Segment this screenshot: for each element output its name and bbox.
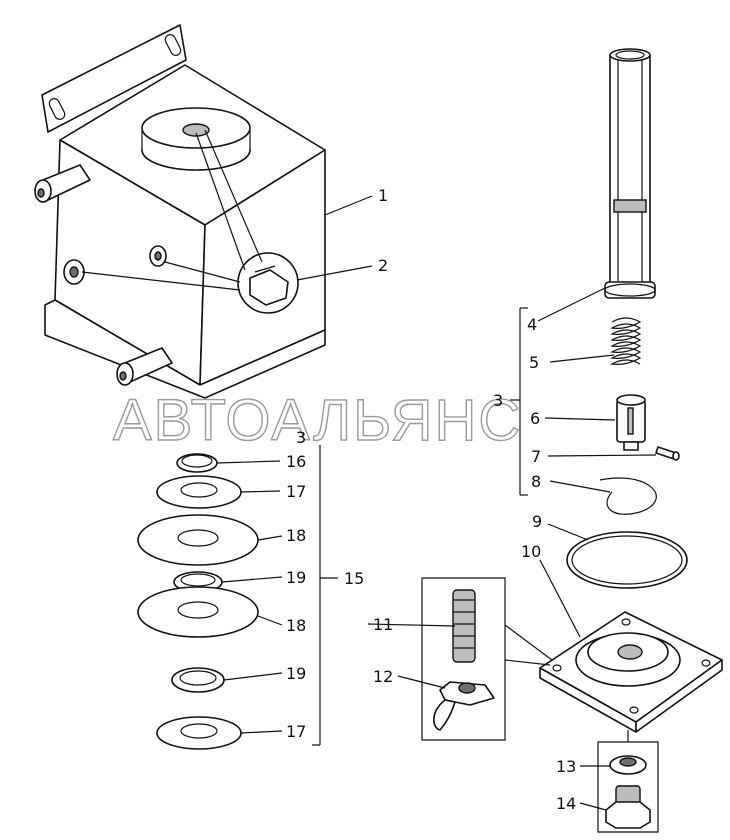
callout-19-bottom: 19 [286, 664, 306, 683]
disk-18-top [137, 514, 259, 566]
washer-17-bottom [156, 716, 242, 750]
callout-15: 15 [344, 569, 364, 588]
bolt-detail-box [597, 741, 659, 833]
leader-lines [216, 195, 657, 811]
wing-nut [433, 681, 495, 731]
callout-10: 10 [521, 542, 541, 561]
washer-stack [137, 445, 338, 750]
upper-nozzle [34, 164, 91, 203]
washer-17-top [156, 475, 242, 509]
bracket-slot [164, 34, 182, 56]
callout-labels: 1 2 3 3 4 5 6 7 8 9 10 11 12 13 14 15 16… [286, 186, 576, 813]
callout-3-left: 3 [296, 428, 306, 447]
bolt-box [597, 730, 659, 833]
callout-12: 12 [373, 667, 393, 686]
valve-piston [616, 394, 646, 451]
drain-plug [249, 269, 289, 306]
callout-16: 16 [286, 452, 306, 471]
bracket-slot [48, 98, 66, 120]
callout-3-right: 3 [493, 391, 503, 410]
callout-17-top: 17 [286, 482, 306, 501]
callout-17-bottom: 17 [286, 722, 306, 741]
filler-cap-vent [182, 123, 210, 137]
callout-6: 6 [530, 409, 540, 428]
callout-4: 4 [527, 315, 537, 334]
lower-nozzle [116, 347, 173, 386]
callout-11: 11 [373, 615, 393, 634]
tank-bottom-bracket [44, 299, 326, 399]
bolt [605, 785, 651, 829]
filter-mesh-band [613, 199, 647, 213]
callout-1: 1 [378, 186, 388, 205]
tank-assembly [34, 24, 326, 399]
spring [610, 317, 642, 365]
stud [452, 589, 476, 663]
callout-13: 13 [556, 757, 576, 776]
watermark-text: АВТОАЛЬЯНС [113, 388, 522, 453]
callout-9: 9 [532, 512, 542, 531]
group-3-bracket [510, 307, 528, 496]
o-ring [566, 531, 688, 589]
tank-top-bracket [41, 24, 187, 133]
pin [655, 446, 680, 461]
callout-14: 14 [556, 794, 576, 813]
cover-plate [539, 611, 723, 733]
stud-wingnut-box [421, 577, 553, 741]
callout-8: 8 [531, 472, 541, 491]
disk-18-bottom [137, 586, 259, 638]
callout-5: 5 [529, 353, 539, 372]
callout-7: 7 [531, 447, 541, 466]
filter-tube [604, 48, 656, 299]
callout-18-bottom: 18 [286, 616, 306, 635]
detail-box [421, 577, 506, 741]
callout-18-top: 18 [286, 526, 306, 545]
callout-2: 2 [378, 256, 388, 275]
retaining-ring [599, 477, 657, 515]
filter-tube-body [609, 54, 651, 291]
callout-19-top: 19 [286, 568, 306, 587]
